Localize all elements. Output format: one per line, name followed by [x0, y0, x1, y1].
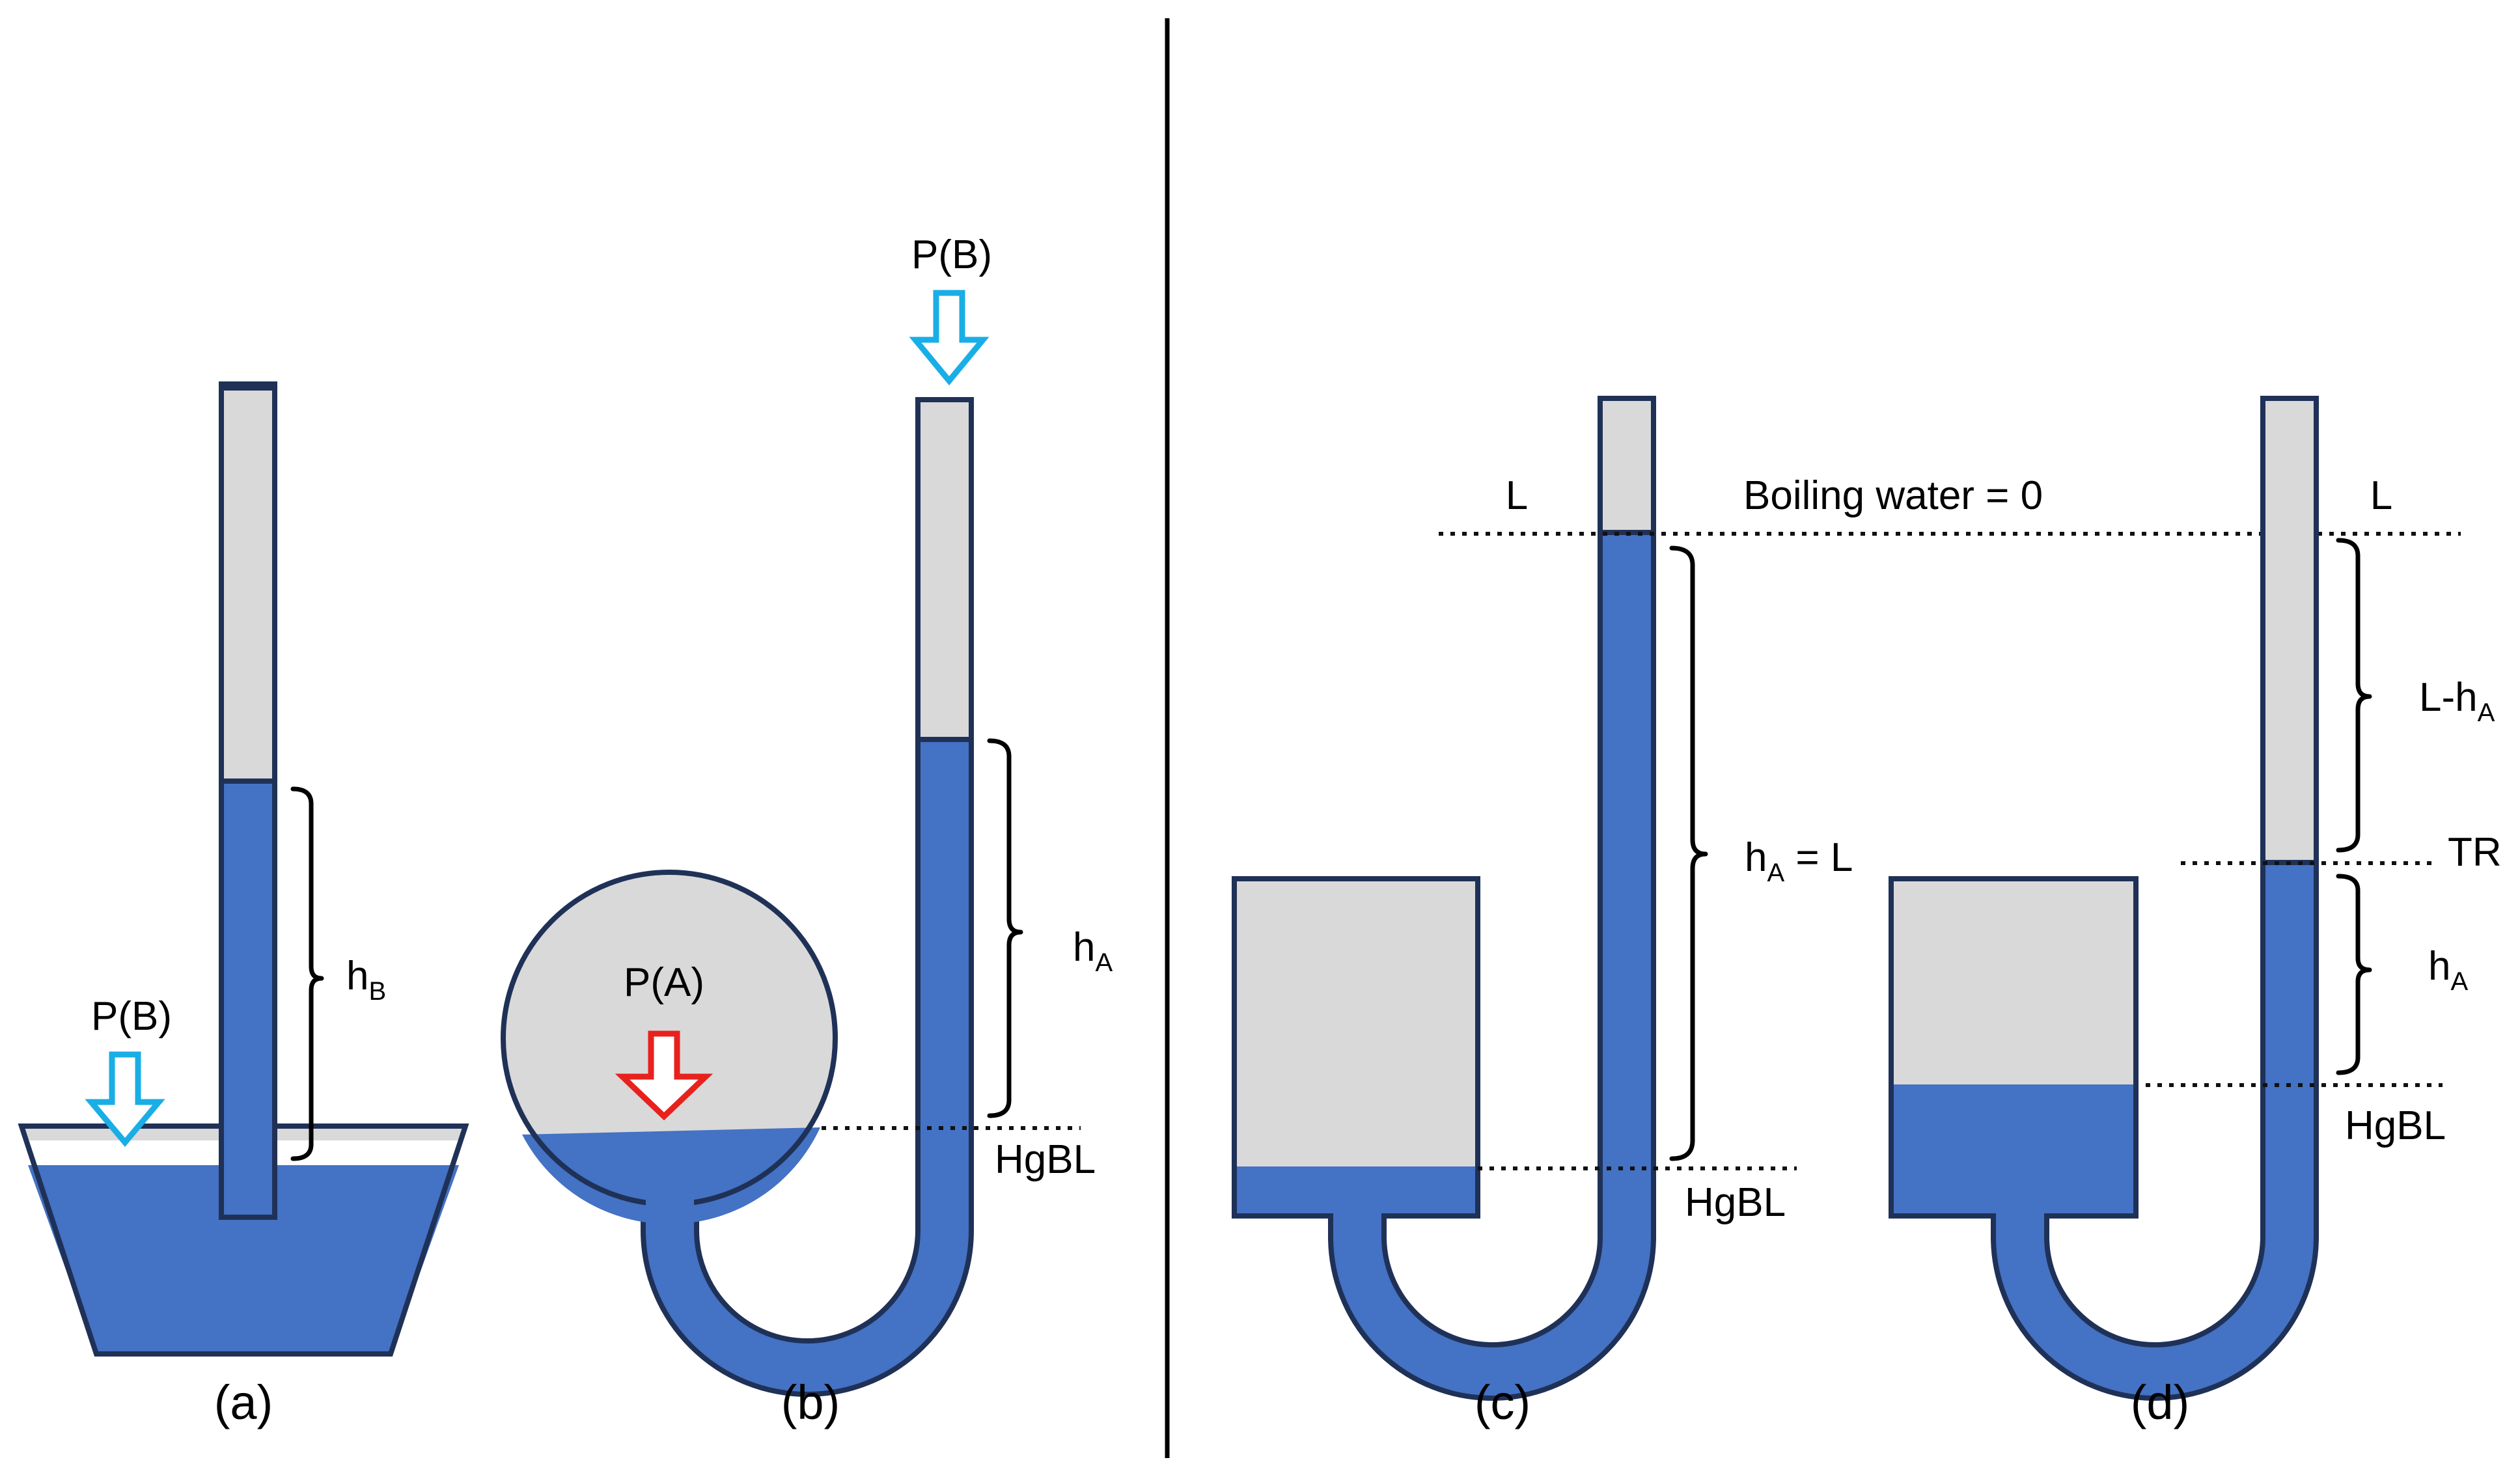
height-label-b: hA — [1073, 925, 1113, 977]
u-bend-c — [1328, 530, 1656, 1401]
height-brace-a — [290, 786, 324, 1161]
brace-l-minus-h — [2336, 538, 2372, 853]
panel-d: L TR HgBL L-hA hA (d) — [1889, 396, 2502, 1429]
panel-c: L Boiling water = 0 HgBL hA = L (c) — [1232, 396, 2461, 1429]
arrow-down-red-icon — [615, 1030, 713, 1121]
neck-cover-c — [1333, 1211, 1381, 1224]
panel-a: hB P(B) (a) — [18, 381, 469, 1429]
panel-b: P(B) P(A) HgBL hA (b) — [501, 232, 1113, 1429]
arrow-down-icon — [909, 290, 990, 386]
container-d-mercury — [1891, 1084, 2136, 1216]
height-brace-b — [987, 738, 1023, 1118]
container-c-vacuum — [1234, 879, 1478, 1166]
tube-vacuum — [219, 381, 277, 784]
bulb-mercury — [522, 1127, 820, 1224]
tr-label: TR — [2448, 830, 2502, 875]
u-bend-b — [641, 737, 974, 1397]
neck-cover-d — [1996, 1211, 2044, 1224]
tube-mercury — [219, 779, 277, 1220]
caption-c: (c) — [1475, 1375, 1530, 1429]
hgbl-label-c: HgBL — [1685, 1180, 1786, 1225]
tube-vacuum-c — [1598, 396, 1656, 535]
caption-d: (d) — [2131, 1375, 2189, 1429]
hgbl-label-b: HgBL — [995, 1137, 1096, 1182]
reservoir-mercury — [28, 1165, 459, 1354]
tube-top-cap — [219, 381, 277, 391]
boiling-water-label: Boiling water = 0 — [1743, 473, 2043, 518]
u-bend-d — [1991, 860, 2319, 1401]
pressure-label-b-top: P(B) — [911, 232, 992, 277]
height-label-a: hB — [346, 954, 386, 1006]
arrow-down-icon — [85, 1051, 165, 1148]
height-brace-c — [1669, 545, 1708, 1161]
tube-vacuum-d — [2260, 396, 2319, 865]
caption-b: (b) — [781, 1375, 840, 1429]
height-brace-d — [2336, 874, 2372, 1075]
height-label-c: hA = L — [1745, 835, 1853, 887]
l-minus-h-label: L-hA — [2419, 675, 2495, 727]
pressure-label-a: P(B) — [91, 994, 172, 1039]
l-label-d: L — [2370, 473, 2392, 518]
tube-vacuum-b — [915, 397, 974, 742]
caption-a: (a) — [214, 1375, 273, 1429]
hgbl-label-d: HgBL — [2345, 1103, 2446, 1148]
height-label-d: hA — [2428, 944, 2468, 996]
container-c-mercury — [1234, 1166, 1478, 1216]
container-d-vacuum — [1891, 879, 2136, 1084]
neck-cover — [646, 1195, 694, 1221]
reservoir-wall — [18, 1123, 469, 1357]
pressure-label-a-bulb: P(A) — [624, 960, 704, 1005]
l-label-c: L — [1506, 473, 1528, 518]
